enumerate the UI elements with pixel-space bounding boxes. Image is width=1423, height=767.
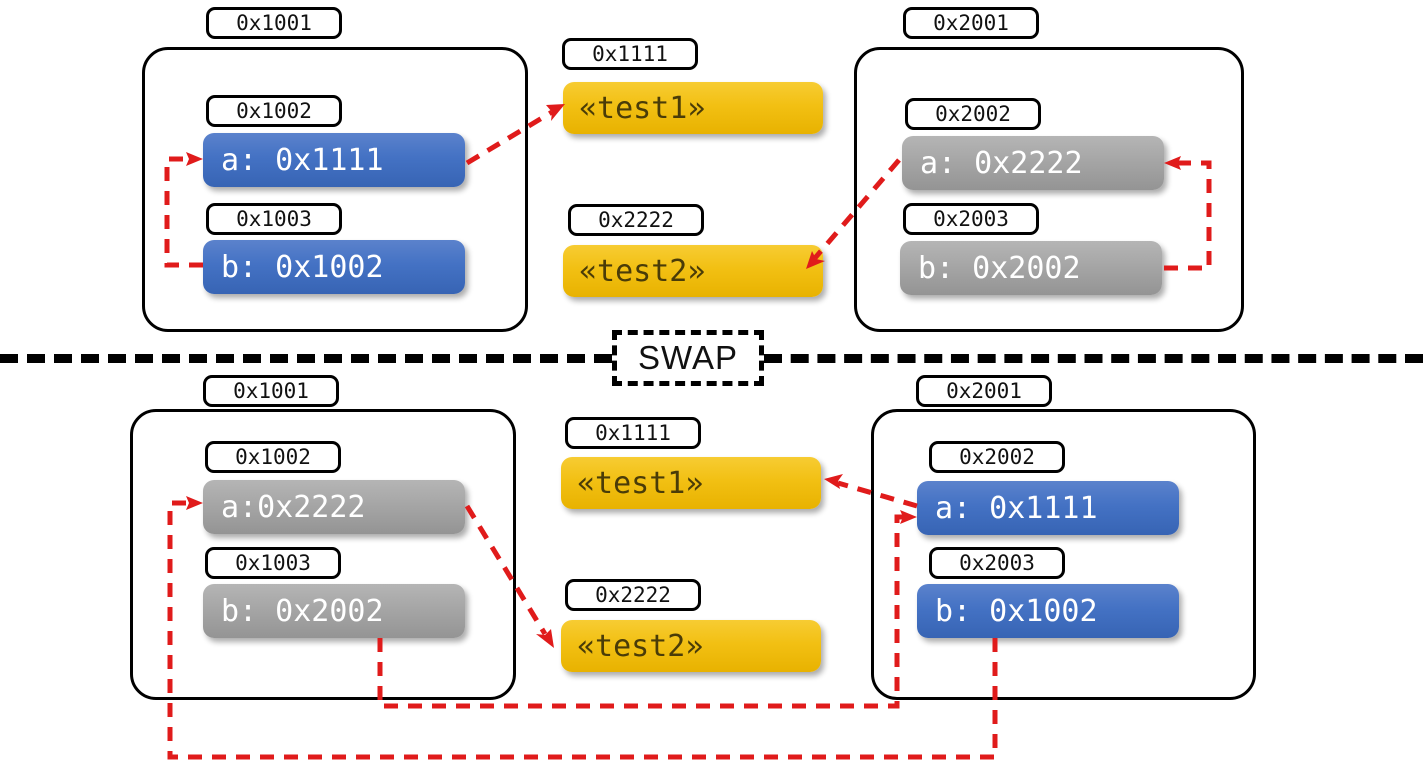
after-left-slot1-value: b: 0x2002 (203, 584, 465, 638)
after-right-slot1-value: b: 0x1002 (917, 584, 1179, 638)
after-right-slot0-value: a: 0x1111 (917, 481, 1179, 535)
swap-divider-right (764, 354, 1423, 363)
arrow-after-right-a-to-test1-head (824, 474, 843, 489)
before-left-slot1-address: 0x1003 (206, 203, 342, 235)
after-string1-address: 0x2222 (565, 579, 701, 611)
before-string1-address: 0x2222 (568, 204, 704, 236)
swap-label-box: SWAP (612, 330, 764, 386)
before-right-slot0-address: 0x2002 (905, 98, 1041, 130)
before-string0-value: «test1» (563, 82, 823, 134)
after-right-slot1-address: 0x2003 (929, 547, 1065, 579)
before-right-frame-address: 0x2001 (903, 7, 1039, 39)
after-string0-value: «test1» (561, 457, 821, 509)
before-string0-address: 0x1111 (562, 38, 698, 70)
after-string0-address: 0x1111 (565, 417, 701, 449)
before-right-slot1-value: b: 0x2002 (900, 241, 1162, 295)
before-left-frame-address: 0x1001 (206, 7, 342, 39)
arrow-after-left-a-to-test2-head (536, 629, 554, 648)
before-string1-value: «test2» (563, 245, 823, 297)
after-right-frame-address: 0x2001 (916, 375, 1052, 407)
before-left-slot0-address: 0x1002 (206, 95, 342, 127)
before-left-slot1-value: b: 0x1002 (203, 240, 465, 294)
after-string1-value: «test2» (561, 620, 821, 672)
after-left-frame-address: 0x1001 (203, 375, 339, 407)
before-left-slot0-value: a: 0x1111 (203, 133, 465, 187)
before-right-slot1-address: 0x2003 (903, 203, 1039, 235)
after-right-slot0-address: 0x2002 (929, 441, 1065, 473)
after-left-slot0-address: 0x1002 (205, 441, 341, 473)
after-left-slot0-value: a:0x2222 (203, 480, 465, 534)
before-right-slot0-value: a: 0x2222 (902, 136, 1164, 190)
swap-divider-left (0, 354, 612, 363)
after-left-slot1-address: 0x1003 (205, 547, 341, 579)
